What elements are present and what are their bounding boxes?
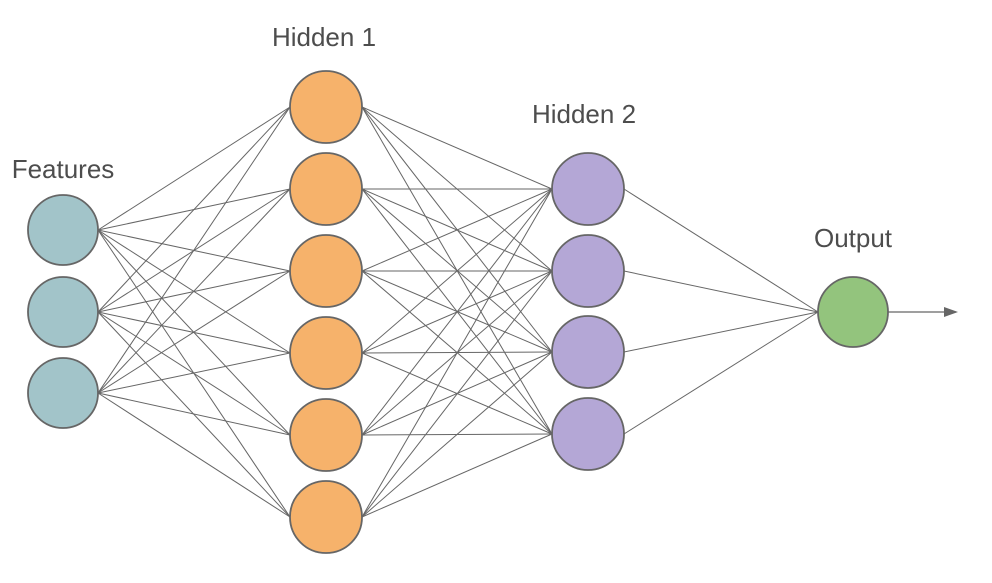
- hidden2-node-4: [551, 397, 625, 471]
- hidden1-node-4: [289, 316, 363, 390]
- hidden2-node-2: [551, 234, 625, 308]
- edge-features-to-hidden1: [97, 392, 291, 436]
- edge-hidden1-to-hidden2: [361, 351, 553, 518]
- layer-labels: Features Hidden 1 Hidden 2 Output: [12, 22, 893, 253]
- features-node-1: [27, 194, 99, 266]
- hidden1-node-2: [289, 152, 363, 226]
- features-label: Features: [12, 154, 115, 184]
- edge-lines: [97, 106, 819, 518]
- edge-features-to-hidden1: [97, 270, 291, 394]
- edge-hidden1-to-hidden2: [361, 188, 553, 272]
- hidden2-node-1: [551, 152, 625, 226]
- hidden1-node-6: [289, 480, 363, 554]
- edge-features-to-hidden1: [97, 188, 291, 394]
- edge-hidden2-to-output: [623, 188, 819, 313]
- hidden2-label: Hidden 2: [532, 99, 636, 129]
- output-label: Output: [814, 223, 893, 253]
- edge-features-to-hidden1: [97, 106, 291, 231]
- edge-features-to-hidden1: [97, 106, 291, 313]
- edge-features-to-hidden1: [97, 106, 291, 394]
- edge-hidden1-to-hidden2: [361, 188, 553, 518]
- output-node-1: [817, 276, 889, 348]
- edge-hidden2-to-output: [623, 270, 819, 313]
- node-circles: [27, 70, 889, 554]
- edge-hidden2-to-output: [623, 311, 819, 353]
- edge-hidden1-to-hidden2: [361, 106, 553, 190]
- hidden1-label: Hidden 1: [272, 22, 376, 52]
- features-node-3: [27, 357, 99, 429]
- edge-features-to-hidden1: [97, 352, 291, 394]
- edge-hidden1-to-hidden2: [361, 270, 553, 518]
- edge-hidden1-to-hidden2: [361, 433, 553, 518]
- hidden1-node-1: [289, 70, 363, 144]
- features-node-2: [27, 276, 99, 348]
- edge-features-to-hidden1: [97, 392, 291, 518]
- hidden2-node-3: [551, 315, 625, 389]
- edge-hidden2-to-output: [623, 311, 819, 435]
- edge-hidden1-to-hidden2: [361, 188, 553, 436]
- edge-hidden1-to-hidden2: [361, 188, 553, 354]
- hidden1-node-5: [289, 398, 363, 472]
- hidden1-node-3: [289, 234, 363, 308]
